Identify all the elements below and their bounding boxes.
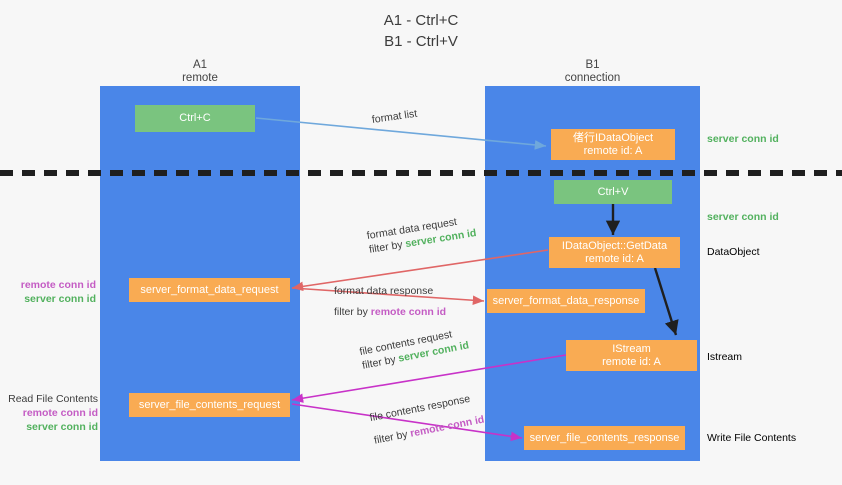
label-format-data-response-filter: filter by remote conn id bbox=[334, 306, 447, 318]
annotation-dataobject: DataObject bbox=[707, 246, 760, 258]
box-istream[interactable]: IStream remote id: A bbox=[566, 340, 697, 371]
label-format-data-response-top: format data response bbox=[334, 285, 434, 297]
lane-header-b1: B1 connection bbox=[485, 59, 700, 85]
annotation-server-conn-id-right-2: server conn id bbox=[707, 211, 779, 223]
annotation-server-conn-id-1: server conn id bbox=[24, 293, 96, 305]
label-file-contents-response: file contents response filter by remote … bbox=[368, 390, 486, 448]
box-ctrl-v[interactable]: Ctrl+V bbox=[554, 180, 672, 204]
box-file-contents-response[interactable]: server_file_contents_response bbox=[524, 426, 685, 450]
annotation-remote-conn-id-1: remote conn id bbox=[20, 279, 96, 291]
label-format-data-request: format data request filter by server con… bbox=[366, 212, 478, 257]
box-file-contents-request[interactable]: server_file_contents_request bbox=[129, 393, 290, 417]
label-file-contents-request: file contents request filter by server c… bbox=[358, 325, 471, 373]
box-getdata-line2: remote id: A bbox=[585, 252, 644, 265]
box-format-data-request-label: server_format_data_request bbox=[140, 283, 279, 296]
lane-header-a1: A1 remote bbox=[100, 59, 300, 85]
annotation-istream: Istream bbox=[707, 351, 743, 363]
box-getdata[interactable]: IDataObject::GetData remote id: A bbox=[549, 237, 680, 268]
label-format-list: format list bbox=[371, 107, 418, 126]
annotation-server-conn-id-right-1: server conn id bbox=[707, 133, 779, 145]
annotation-server-conn-id-2: server conn id bbox=[26, 421, 98, 433]
box-istream-line2: remote id: A bbox=[602, 355, 661, 368]
annotation-read-file-contents: Read File Contents remote conn id server… bbox=[6, 392, 98, 434]
box-istream-line1: IStream bbox=[612, 342, 651, 355]
box-idataobject-line2: remote id: A bbox=[583, 144, 643, 157]
annotation-write-file-contents: Write File Contents bbox=[707, 432, 797, 444]
lane-a1-name: A1 bbox=[192, 59, 208, 71]
dashed-divider bbox=[0, 170, 842, 176]
page-title: A1 - Ctrl+C B1 - Ctrl+V bbox=[0, 10, 842, 52]
annotation-conn-ids-upper: remote conn id server conn id bbox=[8, 278, 96, 306]
box-idataobject[interactable]: 偖行IDataObject remote id: A bbox=[551, 129, 675, 160]
box-format-data-request[interactable]: server_format_data_request bbox=[129, 278, 290, 302]
box-ctrl-c[interactable]: Ctrl+C bbox=[135, 105, 255, 132]
annotation-read-file-contents-title: Read File Contents bbox=[8, 393, 98, 405]
lane-b1-sub: connection bbox=[564, 72, 621, 84]
lane-a1-sub: remote bbox=[182, 72, 218, 84]
title-line-2: B1 - Ctrl+V bbox=[384, 33, 458, 50]
label-format-data-response: format data response filter by remote co… bbox=[334, 284, 446, 319]
lane-b1-name: B1 bbox=[585, 59, 600, 71]
box-format-data-response-label: server_format_data_response bbox=[492, 294, 640, 307]
annotation-remote-conn-id-2: remote conn id bbox=[22, 407, 98, 419]
box-idataobject-line1: 偖行IDataObject bbox=[572, 131, 654, 144]
box-ctrl-v-label: Ctrl+V bbox=[597, 185, 629, 198]
box-getdata-line1: IDataObject::GetData bbox=[561, 239, 668, 252]
box-format-data-response[interactable]: server_format_data_response bbox=[487, 289, 645, 313]
title-line-1: A1 - Ctrl+C bbox=[383, 12, 459, 29]
box-file-contents-response-label: server_file_contents_response bbox=[529, 431, 680, 444]
box-file-contents-request-label: server_file_contents_request bbox=[138, 398, 281, 411]
box-ctrl-c-label: Ctrl+C bbox=[179, 112, 211, 124]
